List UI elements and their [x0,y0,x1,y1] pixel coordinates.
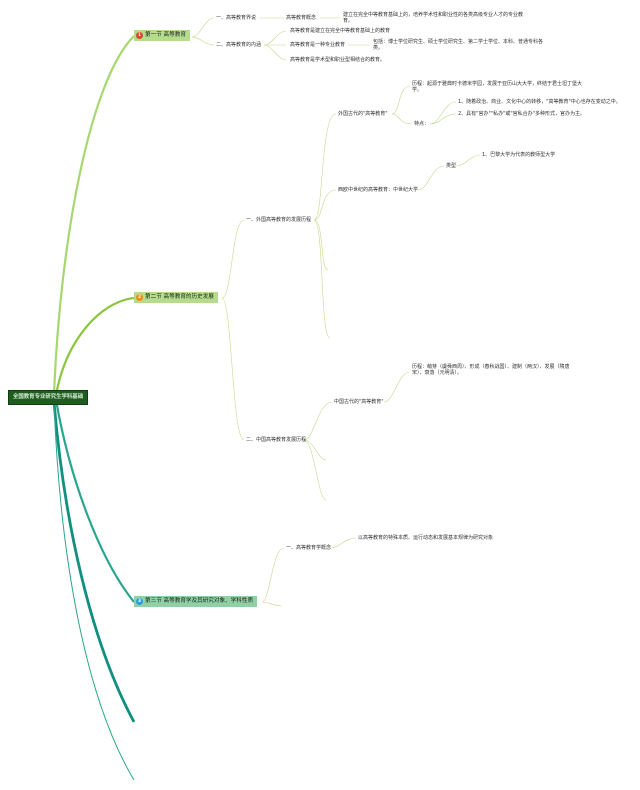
s1-connotation-a[interactable]: 高等教育是建立在完全中等教育基础上的教育 [290,28,391,34]
s1-branch-definition[interactable]: 一、高等教育界说 [216,15,257,21]
section-2-title: 第二节 高等教育的历史发展 [145,294,214,300]
badge-1-icon: 1 [136,32,143,39]
branch-line-extra-2 [53,401,135,781]
s2-foreign-ancient-features[interactable]: 特点： [414,121,430,127]
s2-feature-1: 1、随着政治、商业、文化中心的转移，"高等教育"中心也存在变动之中。 [458,99,621,105]
branch-line-extra-1 [52,401,136,723]
s1-connotation-b[interactable]: 高等教育是一种专业教育 [290,42,346,48]
s1-connotation-c[interactable]: 高等教育是学术型和职业型相结合的教育。 [290,57,386,63]
s1-concept-definition: 建立在完全中等教育基础上的，培养学术性和职业性的各类高级专业人才的专业教育。 [343,12,524,25]
s2-foreign-ancient-history: 历程：起源于雅典时卡德米学园，发展于亚历山大大学，终结于君士坦丁堡大学。 [412,81,583,94]
root-node[interactable]: 全国教育专业研究生学科基础 [8,390,89,405]
section-1-node[interactable]: 1 第一节 高等教育 [134,30,190,41]
branch-line-section-1 [52,35,135,396]
s2-branch-china[interactable]: 二、中国高等教育发展历程 [246,437,307,443]
section-3-node[interactable]: 3 第三节 高等教育学及其研究对象、学科性质 [134,596,258,607]
s2-branch-foreign[interactable]: 一、外国高等教育的发展历程 [246,217,312,223]
s3-concept-definition: 以高等教育的特殊本质、运行动态和发展基本规律为研究对象 [358,535,494,541]
section-3-connectors [261,537,357,607]
section-1-connectors [191,17,370,61]
section-2-node[interactable]: 2 第二节 高等教育的历史发展 [134,292,218,303]
s1-connotation-b-detail: 包括：博士学位研究生、硕士学位研究生、第二学士学位、本科、普通专科各类。 [373,39,544,52]
branch-line-section-3 [54,399,135,603]
badge-3-icon: 3 [136,598,143,605]
s2-china-ancient[interactable]: 中国古代的"高等教育" [334,399,384,405]
s2-china-ancient-history: 历程：萌芽（虞舜西周）、形成（春秋战国）、建制（两汉）、发展（隋唐宋）、衰落（元… [412,364,570,377]
s2-medieval[interactable]: 西欧中世纪的高等教育：中世纪大学 [338,187,419,193]
branch-line-section-2 [54,296,135,396]
s1-branch-connotation[interactable]: 二、高等教育的内涵 [216,42,262,48]
section-1-title: 第一节 高等教育 [145,32,186,38]
badge-2-icon: 2 [136,294,143,301]
s2-feature-2: 2、具有"官办""私办"或"官私合办"多种形式，官办为主。 [458,111,585,117]
s2-medieval-type-1: 1、巴黎大学为代表的教师型大学 [482,152,556,158]
s1-concept-label[interactable]: 高等教育概念 [286,15,317,21]
s2-medieval-type[interactable]: 类型 [446,163,457,169]
s3-branch-concept[interactable]: 一、高等教育学概念 [286,545,332,551]
section-3-title: 第三节 高等教育学及其研究对象、学科性质 [145,598,254,604]
s2-foreign-ancient[interactable]: 外国古代的"高等教育" [338,111,388,117]
